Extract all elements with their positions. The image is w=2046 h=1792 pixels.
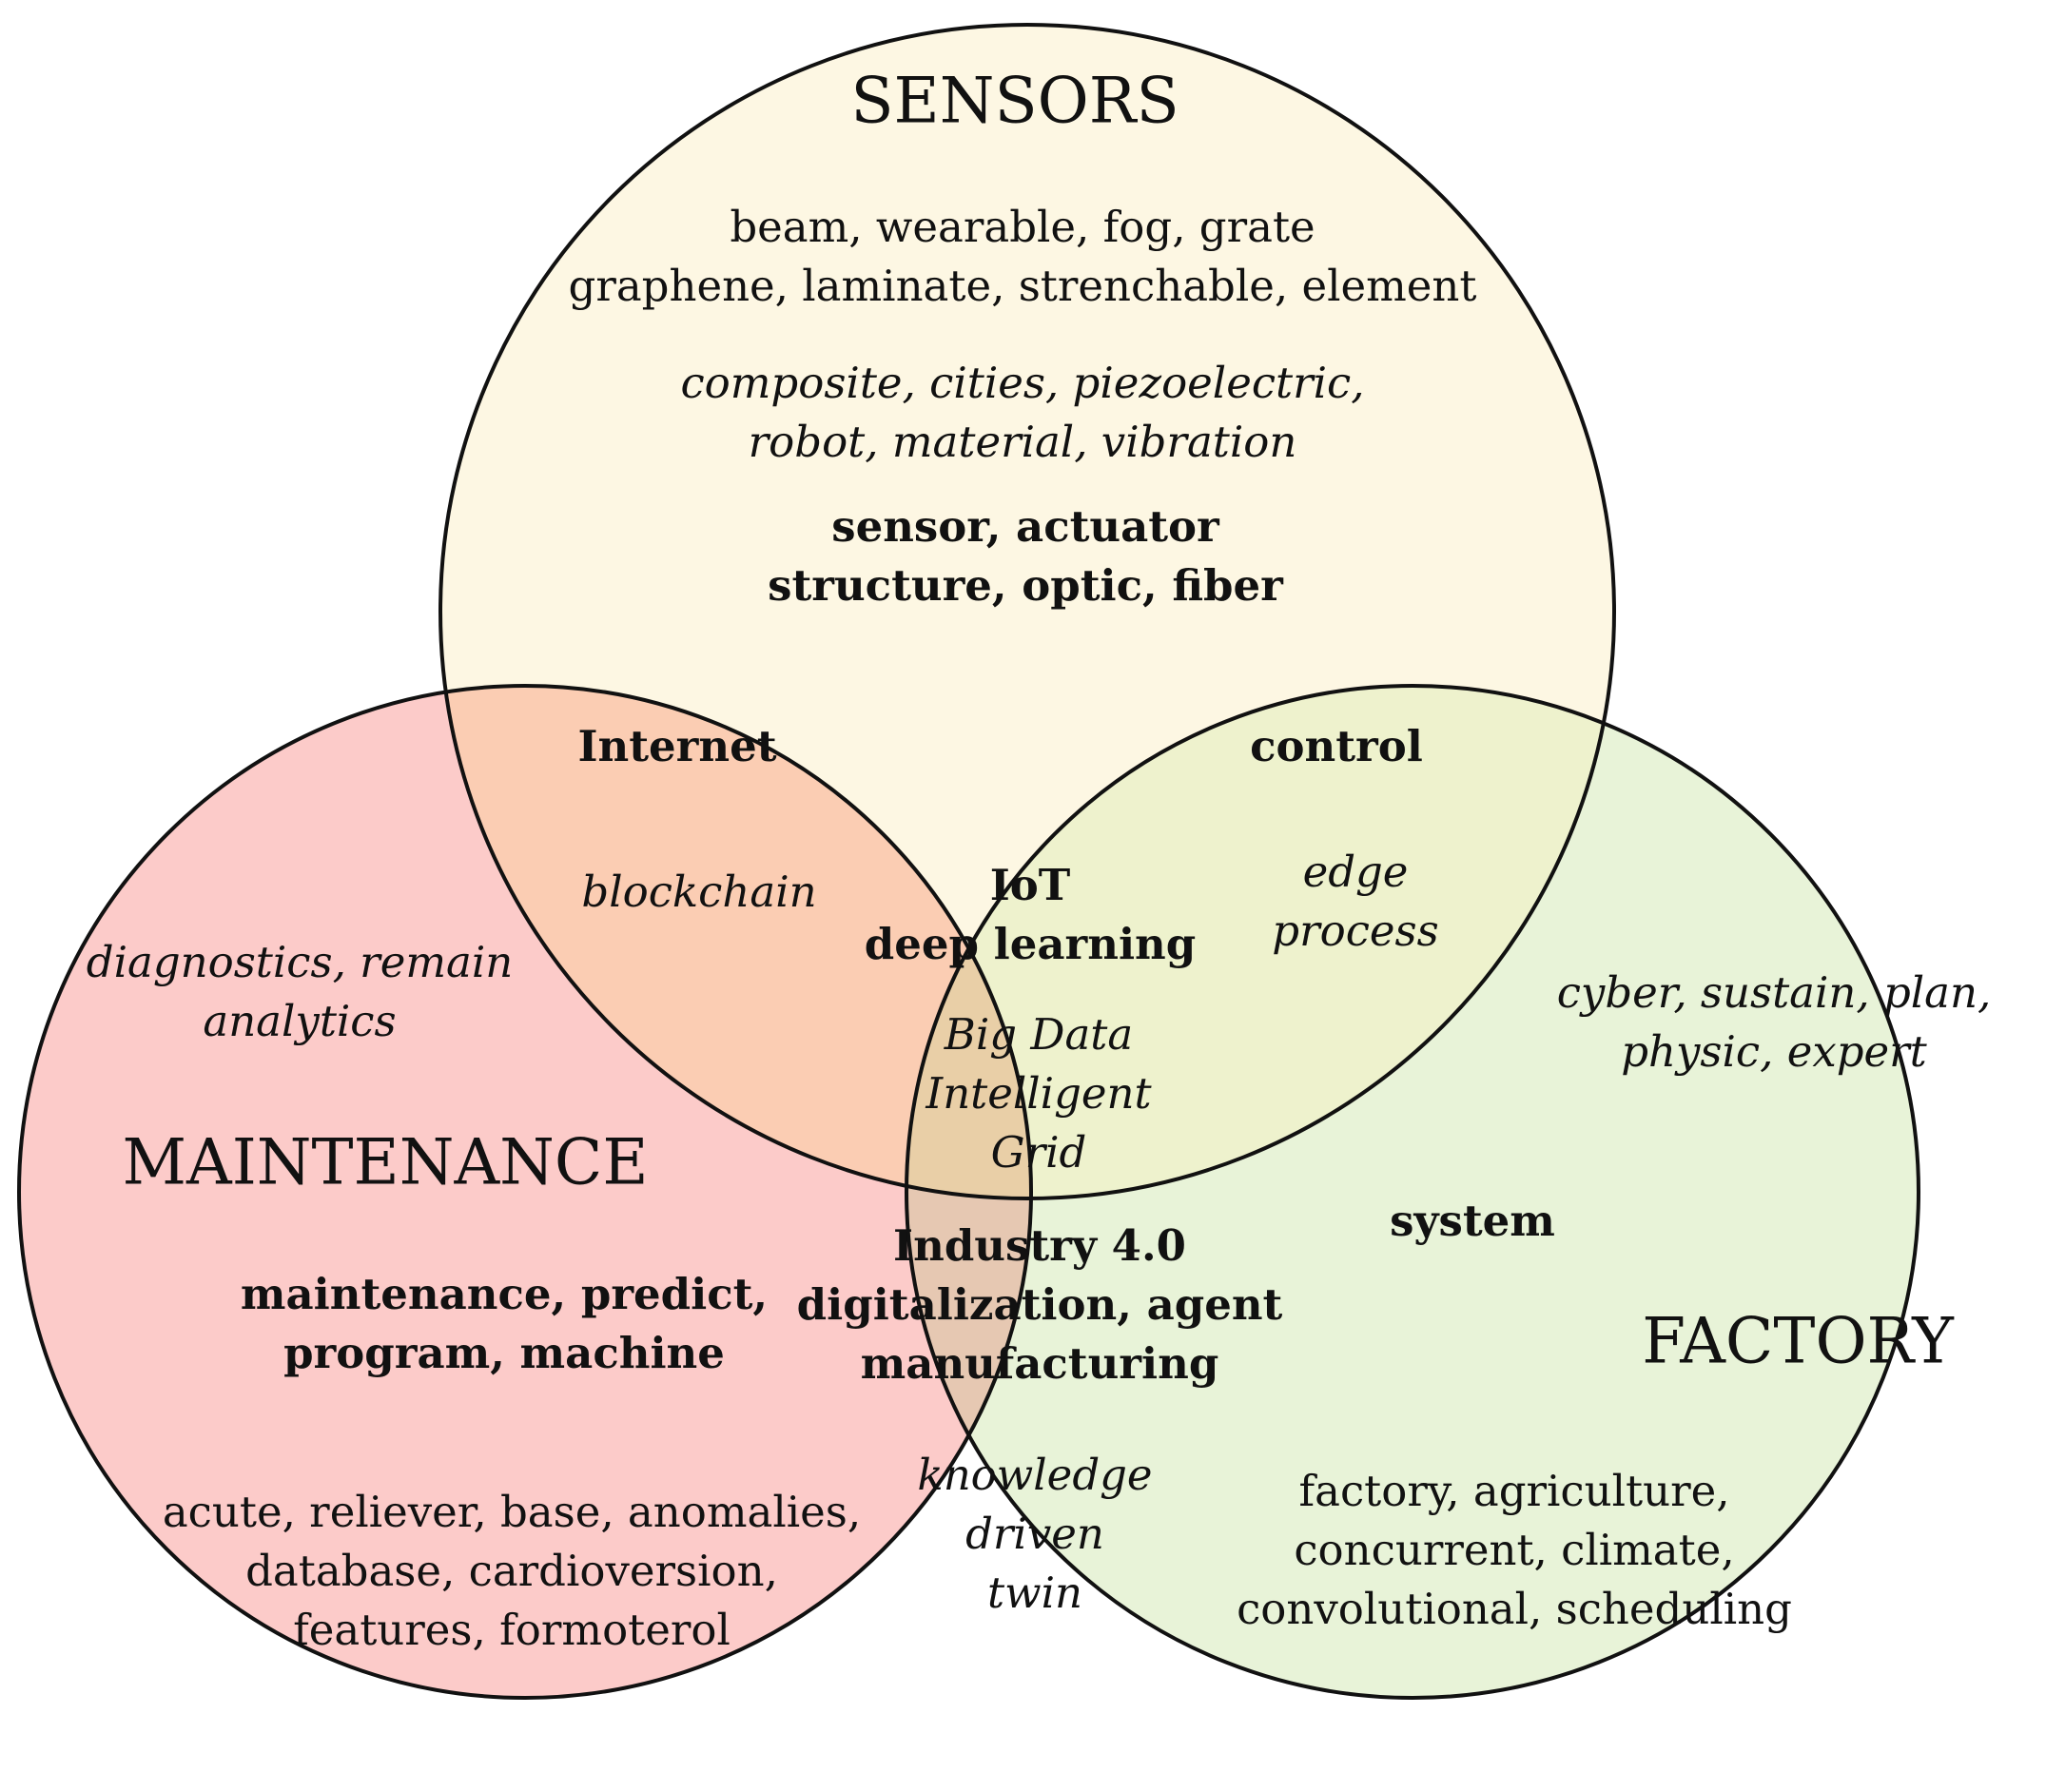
center-bold-line: deep learning [864, 919, 1197, 969]
sensors-plain-terms: beam, wearable, fog, grate graphene, lam… [569, 198, 1477, 316]
maintenance-italic-terms: diagnostics, remain analytics [87, 933, 513, 1051]
center-italic-line: Big Data [944, 1009, 1134, 1060]
maintenance-factory-italic-terms: knowledge driven twin [917, 1446, 1152, 1623]
sensors-bold-terms: sensor, actuator structure, optic, fiber [768, 497, 1283, 615]
maintenance-factory-italic-line: knowledge [917, 1450, 1153, 1500]
factory-italic-line: physic, expert [1621, 1026, 1927, 1077]
maintenance-factory-bold-terms: Industry 4.0 digitalization, agent manuf… [797, 1217, 1283, 1393]
maintenance-factory-bold-line: digitalization, agent [796, 1279, 1283, 1330]
system-label: system [1390, 1196, 1555, 1246]
center-bold-terms: IoT deep learning [865, 856, 1196, 974]
maintenance-plain-line: features, formoterol [293, 1605, 731, 1655]
internet-label: Internet [577, 721, 777, 771]
sensors-factory-italic-line: process [1272, 906, 1439, 956]
sensors-factory-italic-line: edge [1302, 847, 1409, 897]
maintenance-factory-italic-line: driven [965, 1509, 1104, 1559]
maintenance-factory-bold-line: Industry 4.0 [893, 1220, 1186, 1271]
maintenance-italic-line: analytics [203, 996, 397, 1046]
control-label: control [1250, 721, 1423, 771]
sensors-bold-line: structure, optic, fiber [768, 560, 1283, 611]
outline-sensors [438, 23, 1616, 1200]
maintenance-bold-line: program, machine [283, 1328, 725, 1378]
blockchain-label: blockchain [581, 867, 817, 917]
maintenance-bold-line: maintenance, predict, [240, 1269, 769, 1319]
maintenance-factory-italic-line: twin [987, 1568, 1082, 1618]
sensors-plain-line: graphene, laminate, strenchable, element [568, 261, 1477, 311]
center-italic-line: Intelligent [926, 1068, 1152, 1119]
sensors-italic-line: composite, cities, piezoelectric, [680, 358, 1365, 408]
maintenance-title: MAINTENANCE [122, 1125, 649, 1199]
factory-italic-line: cyber, sustain, plan, [1556, 967, 1992, 1018]
sensors-italic-line: robot, material, vibration [748, 417, 1297, 467]
factory-plain-line: factory, agriculture, [1298, 1466, 1730, 1516]
sensors-italic-terms: composite, cities, piezoelectric, robot,… [680, 354, 1364, 472]
factory-title: FACTORY [1642, 1304, 1954, 1378]
factory-italic-terms: cyber, sustain, plan, physic, expert [1557, 964, 1992, 1081]
center-bold-line: IoT [989, 860, 1071, 910]
maintenance-plain-line: database, cardioversion, [245, 1546, 778, 1596]
maintenance-factory-bold-line: manufacturing [860, 1338, 1219, 1389]
outline-maintenance [17, 684, 1033, 1700]
factory-plain-line: convolutional, scheduling [1237, 1584, 1792, 1634]
factory-plain-terms: factory, agriculture, concurrent, climat… [1237, 1462, 1792, 1639]
sensors-plain-line: beam, wearable, fog, grate [730, 202, 1315, 252]
edge-process-terms: edge process [1272, 843, 1438, 961]
sensors-bold-line: sensor, actuator [831, 501, 1219, 552]
maintenance-italic-line: diagnostics, remain [86, 937, 514, 987]
maintenance-plain-line: acute, reliever, base, anomalies, [162, 1487, 862, 1537]
maintenance-bold-terms: maintenance, predict, program, machine [241, 1265, 768, 1383]
factory-plain-line: concurrent, climate, [1294, 1525, 1735, 1575]
outline-factory [905, 684, 1920, 1700]
maintenance-plain-terms: acute, reliever, base, anomalies, databa… [163, 1483, 861, 1660]
center-italic-terms: Big Data Intelligent Grid [926, 1005, 1151, 1182]
sensors-title: SENSORS [850, 64, 1179, 138]
center-italic-line: Grid [990, 1127, 1087, 1178]
